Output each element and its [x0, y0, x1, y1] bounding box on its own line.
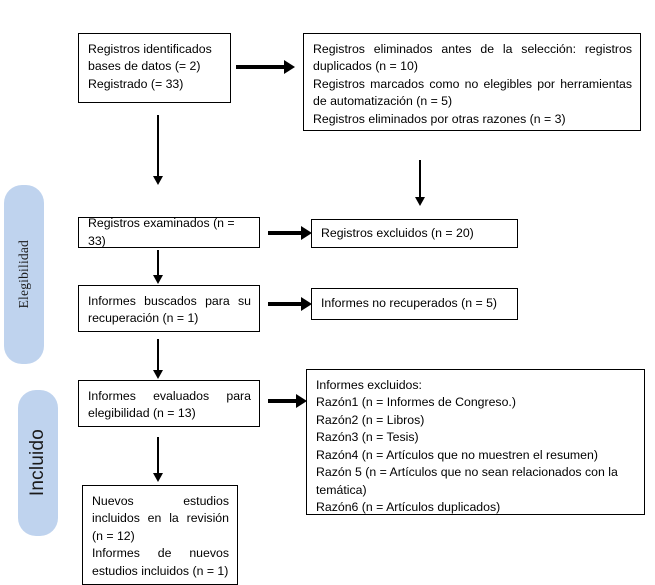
box-new-studies-included: Nuevos estudios incluidos en la revisión…: [82, 485, 238, 585]
arrow-assessed-to-reports-excluded-head-icon: [296, 394, 307, 408]
box-records-identified: Registros identificados bases de datos (…: [78, 33, 231, 103]
box-records-screened-text: Registros examinados (n = 33): [88, 216, 235, 248]
box-reports-assessed-for-eligibility: Informes evaluados para elegibilidad (n …: [78, 380, 260, 427]
box-new-studies-included-text: Nuevos estudios incluidos en la revisión…: [92, 494, 229, 578]
box-reports-sought-for-retrieval-text: Informes buscados para su recuperación (…: [88, 294, 251, 326]
arrow-sought-to-assessed: [157, 339, 159, 371]
box-records-screened: Registros examinados (n = 33): [78, 216, 260, 248]
box-records-identified-text: Registros identificados bases de datos (…: [88, 42, 212, 91]
phase-label-eligibility: Elegibilidad: [16, 240, 31, 309]
phase-pill-eligibility: Elegibilidad: [4, 185, 44, 364]
box-records-excluded: Registros excluidos (n = 20): [311, 219, 518, 248]
box-reports-not-retrieved: Informes no recuperados (n = 5): [311, 288, 518, 320]
box-reports-not-retrieved-text: Informes no recuperados (n = 5): [321, 296, 498, 311]
arrow-identified-to-screened-head-icon: [153, 176, 163, 185]
arrow-assessed-to-included: [157, 437, 159, 474]
arrow-screened-to-excluded: [268, 231, 301, 235]
arrow-removed-downward: [419, 160, 421, 198]
arrow-sought-to-not-retrieved: [268, 302, 301, 306]
arrow-identified-to-screened: [157, 115, 159, 177]
arrow-screened-to-sought-head-icon: [153, 275, 163, 284]
arrow-assessed-to-reports-excluded: [268, 399, 296, 403]
arrow-assessed-to-included-head-icon: [153, 473, 163, 482]
arrow-screened-to-sought: [157, 250, 159, 276]
box-reports-assessed-for-eligibility-text: Informes evaluados para elegibilidad (n …: [88, 389, 251, 421]
arrow-sought-to-not-retrieved-head-icon: [301, 297, 312, 311]
arrow-removed-downward-head-icon: [415, 197, 425, 206]
box-reports-excluded-reasons-text: Informes excluidos: Razón1 (n = Informes…: [316, 378, 618, 515]
box-reports-excluded-reasons: Informes excluidos: Razón1 (n = Informes…: [306, 369, 645, 515]
box-records-removed-before-screening-text: Registros eliminados antes de la selecci…: [313, 42, 632, 126]
phase-pill-included: Incluido: [18, 390, 58, 536]
box-reports-sought-for-retrieval: Informes buscados para su recuperación (…: [78, 285, 260, 332]
arrow-identified-to-removed-head-icon: [284, 60, 295, 74]
phase-label-included: Incluido: [27, 429, 48, 497]
arrow-sought-to-assessed-head-icon: [153, 370, 163, 379]
box-records-removed-before-screening: Registros eliminados antes de la selecci…: [303, 33, 641, 131]
arrow-identified-to-removed: [236, 65, 284, 69]
arrow-screened-to-excluded-head-icon: [301, 226, 312, 240]
box-records-excluded-text: Registros excluidos (n = 20): [321, 225, 474, 240]
